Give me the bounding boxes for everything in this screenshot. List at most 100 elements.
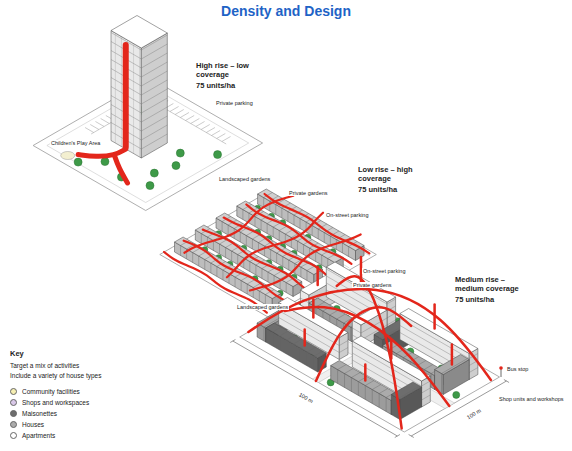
- parking-stall: [101, 119, 110, 124]
- party-wall: [338, 365, 347, 370]
- parking-stall: [206, 128, 215, 133]
- parking-stall: [222, 137, 231, 142]
- annotation: Landscaped gardens: [218, 176, 271, 182]
- party-wall: [204, 260, 205, 270]
- party-wall: [261, 269, 262, 279]
- tree: [74, 158, 82, 166]
- annotation: Shop units and workshops: [498, 396, 565, 402]
- party-wall: [345, 369, 354, 374]
- party-wall: [222, 270, 223, 280]
- dimension-tick: [504, 380, 509, 383]
- party-wall: [358, 382, 359, 396]
- floor-line: [141, 98, 167, 113]
- tree: [172, 162, 180, 170]
- legend-swatch: [10, 399, 17, 406]
- movement-route: [451, 345, 454, 365]
- density-figure: 75 units/ha: [455, 296, 494, 305]
- floor-line: [469, 368, 478, 373]
- party-wall: [259, 291, 260, 301]
- legend-swatch: [10, 432, 17, 439]
- party-wall: [300, 267, 301, 277]
- party-wall: [255, 265, 256, 275]
- tree: [150, 169, 158, 177]
- bus-stop-sign: [499, 366, 503, 370]
- party-wall: [270, 250, 271, 260]
- parking-stall: [217, 134, 226, 139]
- annotation: Private parking: [215, 100, 254, 106]
- party-wall: [293, 339, 302, 344]
- parking-stall: [175, 110, 184, 115]
- building-face: [111, 31, 141, 159]
- floor-line: [141, 134, 167, 149]
- party-wall: [441, 374, 442, 394]
- party-wall: [286, 283, 287, 293]
- party-wall: [192, 253, 193, 263]
- building-roof: [266, 323, 327, 358]
- party-wall: [276, 253, 277, 263]
- party-wall: [337, 314, 346, 319]
- party-wall: [307, 347, 316, 352]
- floor-line: [141, 125, 167, 140]
- party-wall: [365, 386, 366, 400]
- movement-route: [123, 45, 129, 147]
- party-wall: [348, 247, 349, 257]
- density-figure: 75 units/ha: [358, 186, 397, 195]
- party-wall: [288, 260, 289, 270]
- legend-text: Houses: [22, 421, 44, 428]
- panel-heading: High rise – low coverage: [196, 62, 252, 79]
- party-wall: [252, 239, 253, 249]
- party-wall: [300, 348, 301, 362]
- party-wall: [273, 227, 274, 237]
- party-wall: [180, 246, 181, 256]
- movement-route: [433, 305, 436, 329]
- building-roof: [352, 336, 430, 381]
- floor-line: [141, 44, 167, 59]
- floor-line: [141, 71, 167, 86]
- movement-route: [248, 289, 490, 380]
- party-wall: [241, 281, 242, 291]
- party-wall: [324, 233, 325, 243]
- party-wall: [309, 248, 310, 258]
- party-wall: [198, 256, 199, 266]
- window-mullion: [115, 33, 116, 143]
- legend-swatch: [10, 421, 17, 428]
- dimension-tick: [395, 435, 400, 438]
- party-wall: [315, 252, 316, 262]
- party-wall: [300, 219, 301, 229]
- bus-stop-pole: [501, 369, 502, 377]
- floor-line: [141, 80, 167, 95]
- party-wall: [342, 243, 343, 253]
- legend-note: Target a mix of activities: [10, 362, 79, 369]
- dimension-line: [411, 381, 506, 436]
- party-wall: [314, 356, 315, 370]
- party-wall: [424, 365, 433, 370]
- annotation: Private gardens: [352, 282, 393, 288]
- party-wall: [350, 327, 351, 341]
- movement-route: [316, 267, 319, 285]
- annotation: On-street parking: [362, 268, 407, 274]
- building-roof: [111, 16, 167, 49]
- floor-line: [352, 328, 361, 333]
- party-wall: [219, 244, 220, 254]
- dimension-label: 100 m: [465, 407, 483, 421]
- party-wall: [279, 231, 280, 241]
- party-wall: [379, 389, 388, 394]
- annotation: Landscaped gardens: [236, 304, 289, 310]
- party-wall: [246, 236, 247, 246]
- party-wall: [351, 373, 360, 378]
- party-wall: [213, 241, 214, 251]
- party-wall: [272, 332, 273, 346]
- building-roof: [331, 361, 400, 401]
- party-wall: [351, 378, 352, 392]
- floor-line: [422, 381, 431, 386]
- density-figure: 75 units/ha: [196, 82, 235, 91]
- floor-line: [339, 341, 348, 346]
- legend-text: Community facilities: [22, 388, 80, 395]
- party-wall: [247, 284, 248, 294]
- party-wall: [240, 232, 241, 242]
- annotation: Children's Play Area: [50, 140, 101, 146]
- annotation: Private gardens: [288, 190, 329, 196]
- dimension-tick: [409, 435, 414, 438]
- party-wall: [337, 370, 338, 384]
